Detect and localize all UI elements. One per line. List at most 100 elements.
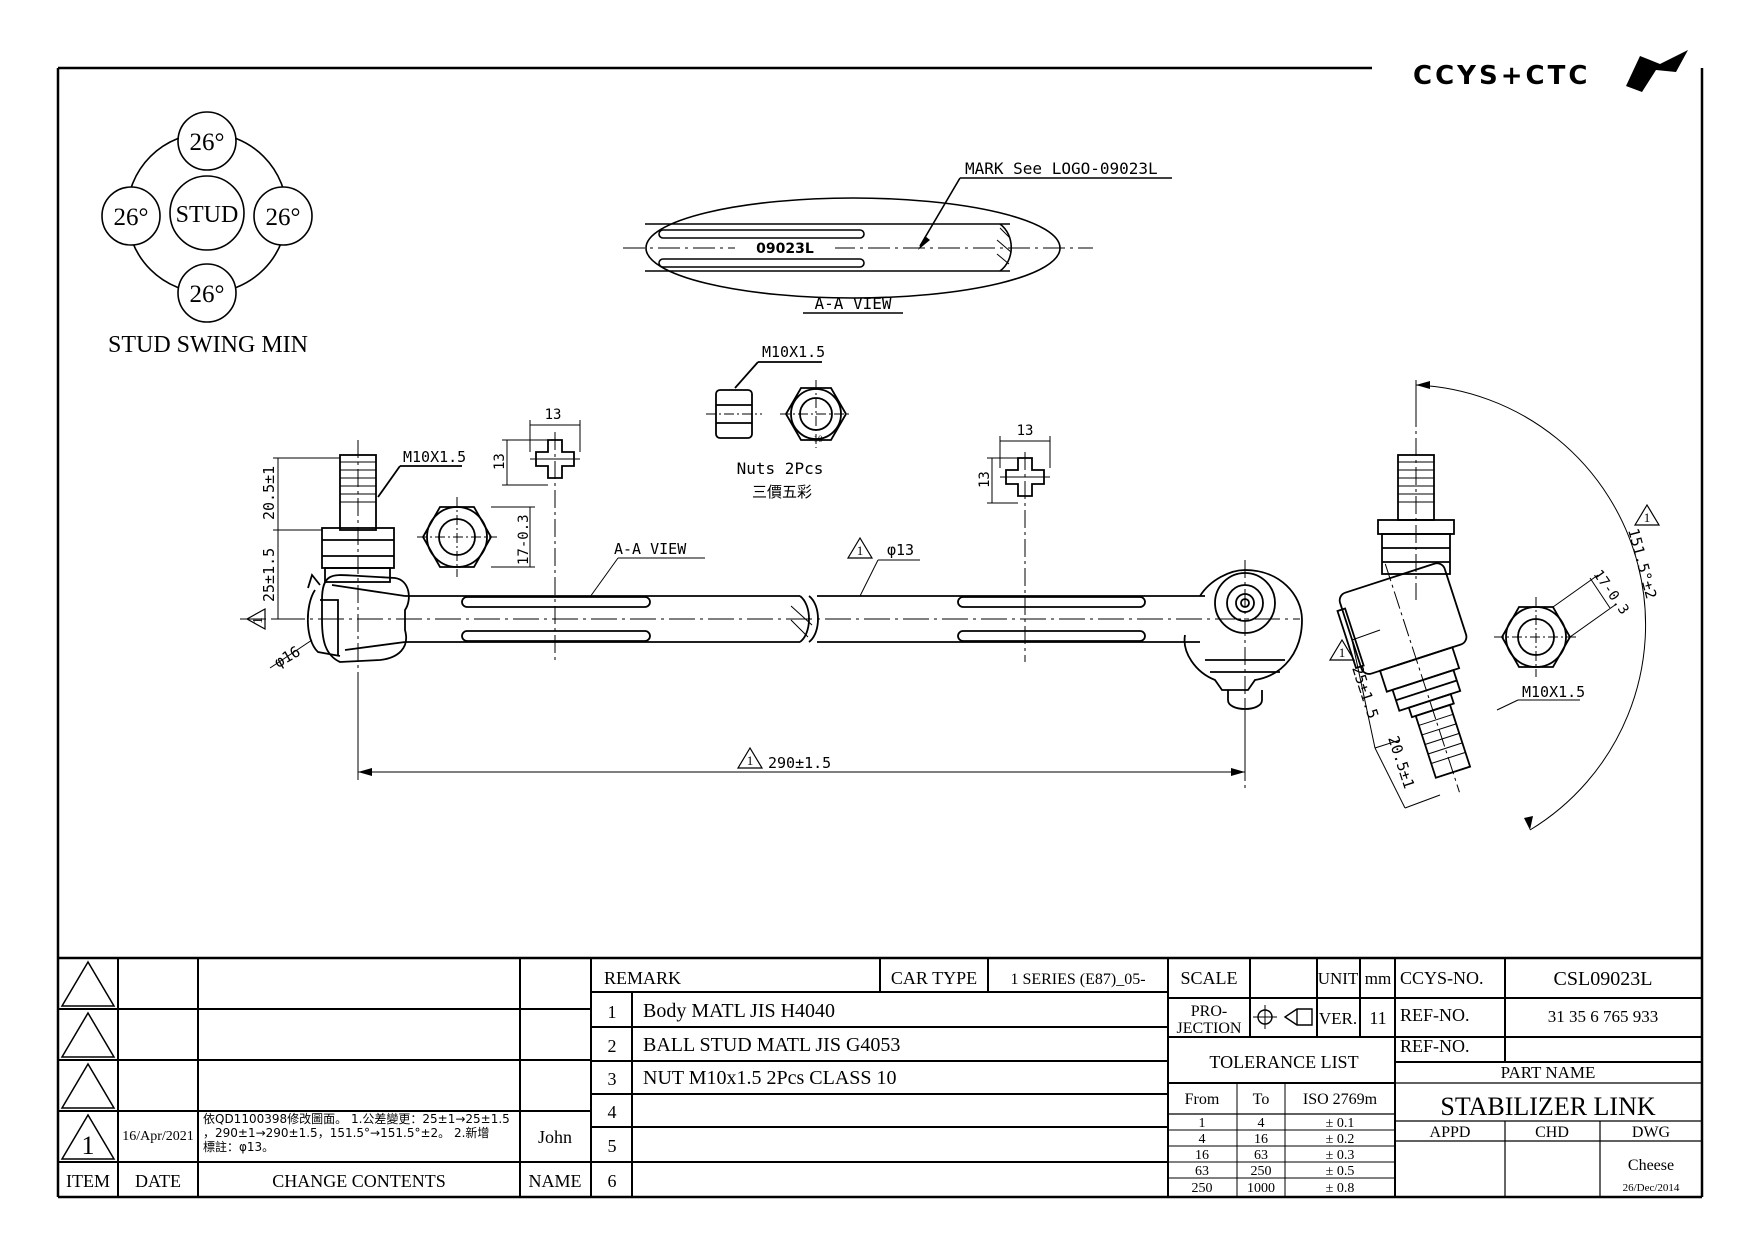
tol-row-1-from: 1	[1199, 1116, 1206, 1131]
rev-row-4-date: 16/Apr/2021	[122, 1129, 194, 1144]
drawn-date: 26/Dec/2014	[1623, 1182, 1680, 1194]
side-tri-marker-25	[1328, 638, 1356, 661]
tol-row-3-to: 63	[1254, 1148, 1268, 1163]
side-tri-25-label: 1	[1339, 645, 1346, 660]
remark-item-1-no: 1	[608, 1002, 617, 1022]
tol-header-iso: ISO 2769m	[1303, 1091, 1378, 1108]
tol-row-5-to: 1000	[1247, 1181, 1275, 1196]
swing-caption: STUD SWING MIN	[108, 332, 308, 358]
chd-label: CHD	[1535, 1124, 1569, 1141]
swing-center: STUD	[176, 202, 239, 228]
tol-row-5-tol: ± 0.8	[1326, 1181, 1355, 1196]
nuts-detail: M10X1.5 Nuts 2Pcs 三價五彩 10	[706, 343, 852, 501]
rev-row-4-item: 1	[82, 1131, 95, 1160]
appd-label: APPD	[1430, 1124, 1471, 1141]
tol-row-4-from: 63	[1195, 1164, 1209, 1179]
rev-row-4-content-line-3: 標註：φ13。	[203, 1140, 274, 1154]
front-dim-17: 17-0.3	[516, 514, 532, 565]
front-tri-marker-length	[736, 746, 764, 769]
rev-header-name: NAME	[529, 1171, 582, 1191]
cross-right-dim-13-h: 13	[1017, 423, 1034, 439]
front-dim-25: 25±1.5	[260, 548, 278, 602]
tol-row-3-tol: ± 0.3	[1326, 1148, 1355, 1163]
projection-label-1: PRO-	[1191, 1003, 1227, 1020]
car-type-value: 1 SERIES (E87)_05-	[1010, 971, 1145, 988]
brand-logo-text: CCYS+CTC	[1413, 61, 1590, 91]
tol-row-1-tol: ± 0.1	[1326, 1116, 1355, 1131]
rev-triangle-3	[60, 1062, 116, 1109]
nuts-small-label: 10	[814, 434, 824, 444]
rev-header-contents: CHANGE CONTENTS	[272, 1171, 446, 1191]
side-view: 17-0.3 M10X1.5 1 151.5°±2 1 25±1.5 20.5±…	[1328, 380, 1661, 831]
swing-left: 26°	[114, 204, 149, 231]
aa-view-title: A-A VIEW	[814, 294, 891, 313]
rev-row-4-content-line-2: ，290±1→290±1.5，151.5°→151.5°±2。 2.新增	[203, 1125, 489, 1140]
remark-item-3-no: 3	[608, 1069, 617, 1089]
part-name: STABILIZER LINK	[1440, 1092, 1655, 1121]
aa-view-detail: 09023L MARK See LOGO-09023L A-A VIEW	[623, 159, 1172, 314]
front-tri-marker-left	[245, 607, 266, 631]
tol-row-4-tol: ± 0.5	[1326, 1164, 1355, 1179]
ccys-value: CSL09023L	[1554, 968, 1653, 990]
nuts-label: Nuts 2Pcs	[737, 459, 824, 478]
side-dim-17: 17-0.3	[1590, 567, 1632, 618]
remark-item-5-no: 5	[608, 1136, 617, 1156]
side-tri-angle-label: 1	[1644, 510, 1651, 525]
brand-emblem-icon	[1626, 50, 1688, 92]
brand-logo: CCYS+CTC	[1413, 50, 1688, 92]
ref2-label: REF-NO.	[1400, 1036, 1470, 1056]
scale-label: SCALE	[1180, 968, 1237, 988]
rev-row-4-content-line-1: 依QD1100398修改圖面。 1.公差變更：25±1→25±1.5	[203, 1111, 510, 1126]
tol-row-1-to: 4	[1258, 1116, 1265, 1131]
front-tri-phi13-label: 1	[857, 543, 864, 558]
drawn-by: Cheese	[1628, 1157, 1674, 1174]
cross-left-dim-13-h: 13	[545, 407, 562, 423]
front-dim-phi16: φ16	[271, 642, 303, 671]
front-tri-left-label: 1	[251, 617, 266, 624]
tol-row-2-to: 16	[1254, 1132, 1268, 1147]
cross-section-left: 13 13	[492, 407, 581, 662]
side-thread: M10X1.5	[1522, 683, 1585, 701]
remark-item-1-text: Body MATL JIS H4040	[643, 1000, 835, 1022]
front-dim-20-5: 20.5±1	[260, 466, 278, 520]
aa-view-code: 09023L	[756, 241, 814, 257]
remark-item-2-text: BALL STUD MATL JIS G4053	[643, 1034, 900, 1056]
cross-right-dim-13-v: 13	[977, 471, 993, 488]
side-dim-angle: 151.5°±2	[1624, 526, 1660, 600]
front-tri-length-label: 1	[747, 753, 754, 768]
front-dim-length: 290±1.5	[768, 754, 831, 772]
unit-value: mm	[1365, 969, 1391, 988]
side-tri-marker-angle	[1633, 503, 1661, 526]
tol-header-from: From	[1185, 1091, 1220, 1108]
ref-label: REF-NO.	[1400, 1005, 1470, 1025]
remark-item-2-no: 2	[608, 1036, 617, 1056]
cross-left-dim-13-v: 13	[492, 453, 508, 470]
front-tri-marker-phi13	[846, 536, 874, 559]
tol-row-2-tol: ± 0.2	[1326, 1132, 1355, 1147]
car-type-label: CAR TYPE	[891, 968, 977, 988]
front-view: 17-0.3 M10X1.5 20.5±1 25±1.5 1 φ16 A-A V…	[240, 407, 1303, 790]
rev-header-item: ITEM	[66, 1171, 110, 1191]
unit-label: UNIT	[1318, 969, 1359, 988]
ver-label: VER.	[1319, 1009, 1357, 1028]
ver-value: 11	[1369, 1008, 1386, 1028]
remark-item-6-no: 6	[608, 1171, 617, 1191]
tol-row-4-to: 250	[1251, 1164, 1272, 1179]
tol-header-to: To	[1253, 1091, 1270, 1108]
remark-header: REMARK	[604, 968, 681, 988]
rev-triangle-2	[60, 1011, 116, 1058]
rev-row-4-name: John	[538, 1127, 572, 1147]
ccys-label: CCYS-NO.	[1400, 968, 1484, 988]
ref-value: 31 35 6 765 933	[1548, 1007, 1659, 1026]
swing-top: 26°	[190, 129, 225, 156]
tol-row-3-from: 16	[1195, 1148, 1209, 1163]
tol-row-5-from: 250	[1192, 1181, 1213, 1196]
projection-label-2: JECTION	[1177, 1020, 1242, 1037]
front-section-label: A-A VIEW	[614, 540, 687, 558]
rev-triangle-1	[60, 960, 116, 1007]
nuts-thread: M10X1.5	[762, 343, 825, 361]
swing-right: 26°	[266, 204, 301, 231]
nuts-maker: 三價五彩	[752, 483, 812, 501]
front-dim-phi13: φ13	[887, 541, 914, 559]
